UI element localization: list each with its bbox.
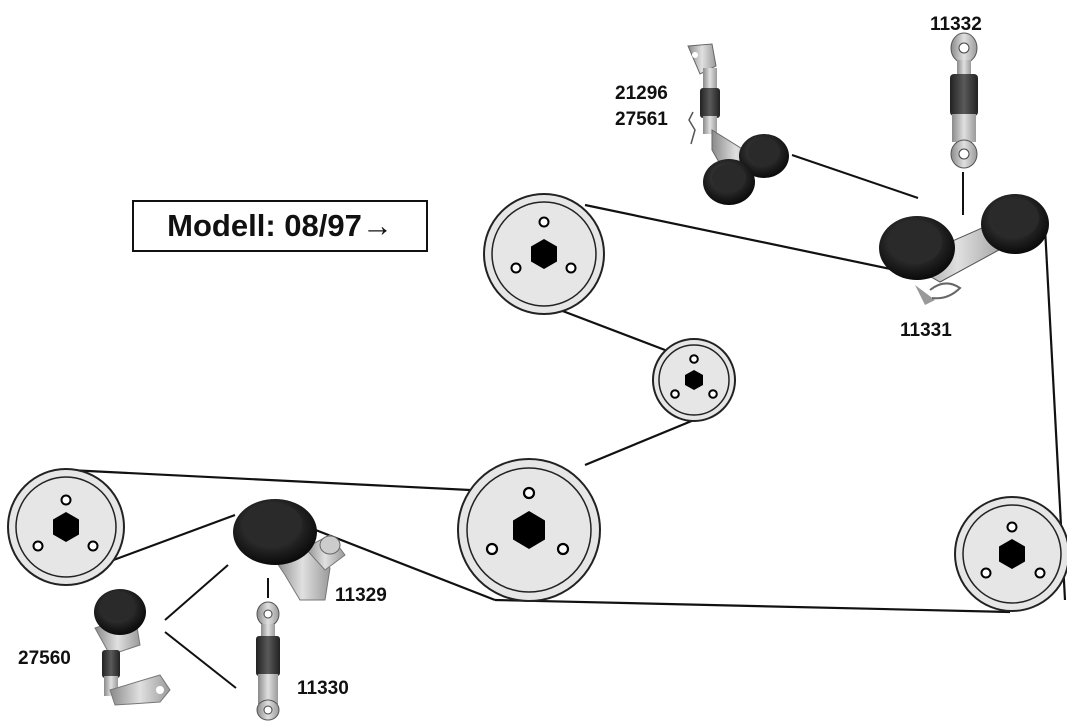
tensioner-27560 [94, 589, 171, 706]
belt-segment [289, 518, 496, 602]
tensioner-assembly-11331 [879, 194, 1049, 305]
leader-line [791, 154, 919, 199]
model-year-label: Modell: 08/97→ [167, 208, 393, 243]
belt-segment [584, 203, 906, 274]
pulley-crankshaft [457, 458, 601, 602]
belt-segment [559, 308, 666, 352]
pulley-left [7, 468, 125, 586]
belt-segment [584, 418, 695, 467]
damper-11332 [950, 32, 978, 169]
belt-segment [99, 513, 236, 567]
pulley-top [483, 193, 605, 315]
belt-segment [67, 468, 471, 492]
tensioner-21296 [687, 43, 789, 205]
drive-belt [67, 203, 1067, 614]
leader-line [164, 631, 237, 689]
part-number-27560: 27560 [18, 648, 71, 669]
part-number-27561: 27561 [615, 109, 668, 130]
part-number-11332: 11332 [930, 14, 982, 35]
leader-line [164, 564, 229, 621]
part-number-21296: 21296 [615, 83, 668, 104]
tensioner-11329 [233, 499, 346, 601]
part-number-11329: 11329 [335, 585, 387, 606]
part-number-11331: 11331 [900, 320, 952, 341]
pulley-right [954, 496, 1067, 612]
part-number-11330: 11330 [297, 678, 349, 699]
model-year-box: Modell: 08/97→ [132, 200, 428, 252]
damper-11330 [256, 601, 280, 721]
belt-segment [494, 598, 1011, 614]
pulley-small-middle [652, 338, 736, 422]
retaining-clip-27561 [688, 111, 696, 145]
